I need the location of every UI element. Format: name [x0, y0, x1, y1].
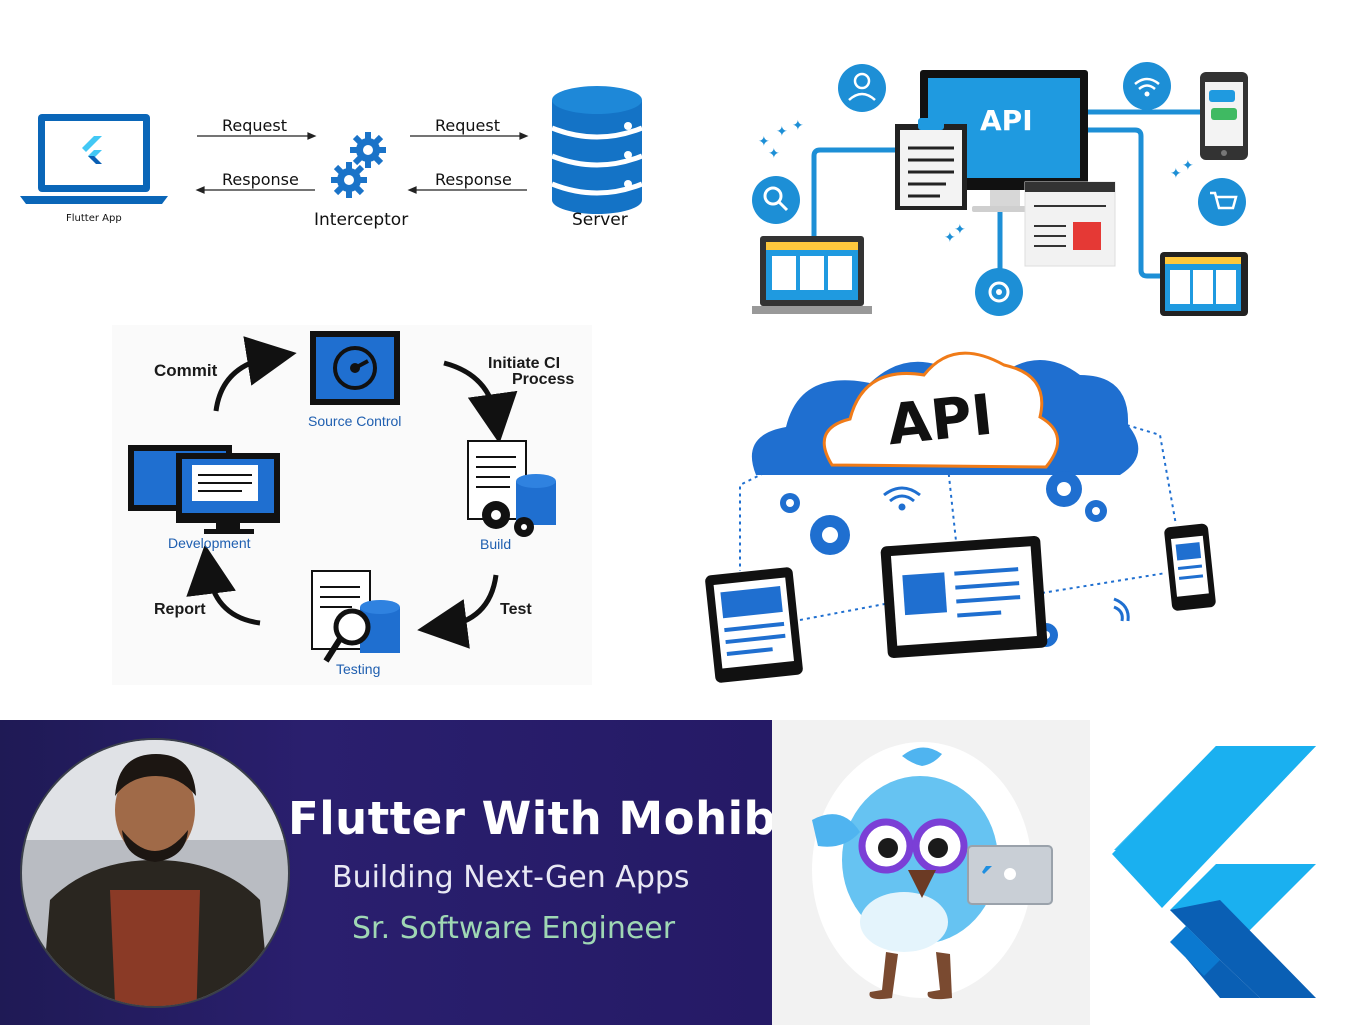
- banner-title: Flutter With Mohib: [288, 792, 772, 845]
- development-label: Development: [168, 535, 251, 551]
- mascot-dash-icon: [812, 742, 1053, 1000]
- response-label-2: Response: [435, 170, 512, 189]
- build-label: Build: [480, 536, 512, 552]
- testing-label: Testing: [336, 661, 381, 677]
- gears-icon: [331, 132, 386, 198]
- svg-text:✦: ✦: [758, 134, 770, 150]
- testing-icon: [311, 570, 400, 663]
- svg-text:✦: ✦: [792, 118, 804, 134]
- api-cloud-text: API: [884, 383, 995, 459]
- report-label: Report: [154, 601, 206, 618]
- avatar: [22, 740, 288, 1006]
- response-label-1: Response: [222, 170, 299, 189]
- interceptor-diagram-graphics: [20, 86, 643, 214]
- source-control-icon: [310, 331, 400, 405]
- svg-text:✦: ✦: [1170, 166, 1182, 182]
- wifi-icon: [1123, 62, 1171, 110]
- development-icon: [128, 445, 280, 534]
- build-icon: [467, 440, 556, 537]
- banner-role: Sr. Software Engineer: [352, 911, 676, 946]
- tablet-icon: [1160, 252, 1248, 316]
- api-monitor-text: API: [980, 104, 1033, 137]
- ci-cycle-graphics: [128, 331, 556, 663]
- source-control-label: Source Control: [308, 413, 402, 429]
- process-label: Process: [512, 371, 575, 388]
- phone-icon: [1200, 72, 1248, 160]
- interceptor-label: Interceptor: [314, 210, 409, 230]
- laptop-screen-icon: [880, 535, 1048, 659]
- svg-text:✦: ✦: [776, 124, 788, 140]
- api-cloud-graphics: API: [705, 351, 1216, 683]
- clipboard-icon: [895, 118, 967, 210]
- svg-text:✦: ✦: [954, 222, 966, 238]
- settings-icon: [975, 268, 1023, 316]
- cloud-icon: [751, 351, 1139, 475]
- server-label: Server: [572, 210, 628, 230]
- initiate-ci-label: Initiate CI: [488, 355, 561, 372]
- svg-text:✦: ✦: [768, 146, 780, 162]
- cart-icon: [1198, 178, 1246, 226]
- flutter-logo: [1090, 720, 1358, 1025]
- banner-subtitle: Building Next-Gen Apps: [332, 860, 690, 895]
- search-icon: [752, 176, 800, 224]
- flutter-logo-icon: [1112, 746, 1316, 998]
- dash-mascot-illustration: [772, 720, 1090, 1025]
- user-icon: [838, 64, 886, 112]
- test-label: Test: [500, 601, 532, 618]
- wifi-icon: [883, 486, 921, 511]
- request-label-2: Request: [435, 116, 500, 135]
- signal-icon: [1113, 597, 1130, 622]
- flutter-logo-icon: [82, 136, 102, 164]
- profile-banner: Flutter With Mohib Building Next-Gen App…: [0, 720, 772, 1025]
- interceptor-diagram: Flutter App Request Response Interceptor…: [0, 0, 680, 300]
- svg-text:✦: ✦: [944, 230, 956, 246]
- request-label-1: Request: [222, 116, 287, 135]
- ci-cycle-diagram: Commit Source Control Initiate CI Proces…: [112, 325, 592, 685]
- commit-label: Commit: [154, 361, 218, 380]
- svg-text:✦: ✦: [1182, 158, 1194, 174]
- tablet-icon: [705, 567, 803, 683]
- flutter-app-label: Flutter App: [66, 213, 122, 224]
- banner-photo: [20, 738, 290, 1008]
- database-icon: [551, 86, 643, 214]
- api-ecosystem-illustration: API: [740, 50, 1260, 325]
- api-ecosystem-graphics: API: [752, 62, 1248, 316]
- laptop-device-icon: [752, 236, 872, 314]
- api-cloud-illustration: API: [700, 335, 1240, 690]
- phone-icon: [1164, 523, 1216, 611]
- browser-window-icon: [1024, 181, 1116, 267]
